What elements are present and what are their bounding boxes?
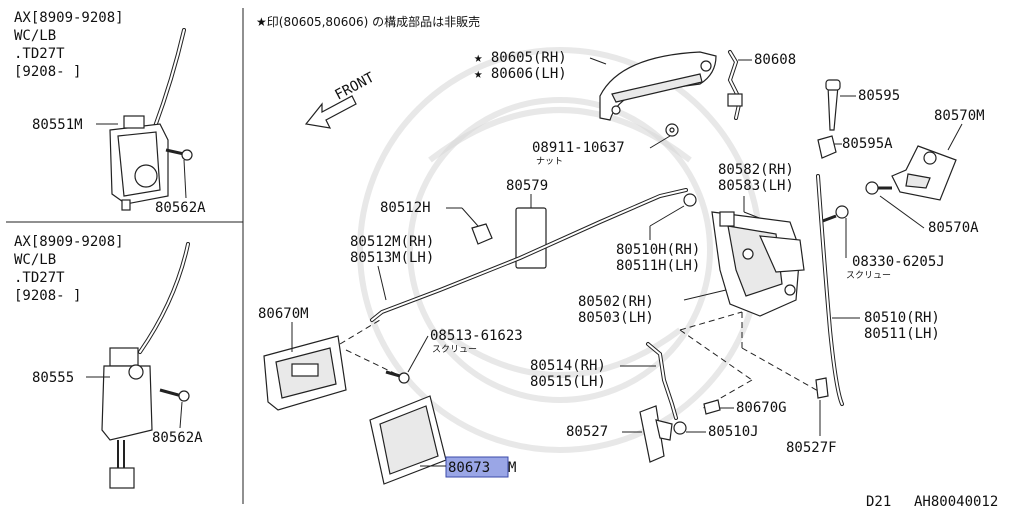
label-80511h: 80511H(LH) [616, 258, 700, 274]
label-80510: 80510(RH) [864, 310, 940, 326]
rod-80510 [816, 174, 844, 406]
spec-line: .TD27T [14, 46, 65, 62]
left-top-panel: AX[8909-9208] WC/LB .TD27T [9208- ] 8055… [14, 10, 206, 216]
spec-line: .TD27T [14, 270, 65, 286]
rod-80512m [370, 188, 688, 322]
label-80670m: 80670M [258, 306, 309, 322]
clip-80527f [815, 377, 829, 399]
label-80502: 80502(RH) [578, 294, 654, 310]
label-80510j: 80510J [708, 424, 759, 440]
spec-line: WC/LB [14, 28, 56, 44]
label-80513m: 80513M(LH) [350, 250, 434, 266]
label-80605: ★ 80605(RH) [474, 50, 567, 66]
label-08911: 08911-10637 [532, 140, 625, 156]
label-80570m: 80570M [934, 108, 985, 124]
label-80512m: 80512M(RH) [350, 234, 434, 250]
label-80503: 80503(LH) [578, 310, 654, 326]
door-lock-80502 [711, 211, 805, 317]
label-08911-sub: ナット [536, 156, 563, 167]
inside-handle-80670m [263, 335, 347, 411]
label-80527f: 80527F [786, 440, 837, 456]
nut-08911 [665, 123, 679, 137]
label-80527: 80527 [566, 424, 608, 440]
bracket-80527 [639, 405, 673, 463]
footer-model: D21 [866, 494, 891, 510]
rod-80608 [727, 50, 743, 120]
label-80673m-num: 80673 [448, 460, 490, 476]
label-08330: 08330-6205J [852, 254, 945, 270]
striker-80570m [891, 145, 957, 201]
left-bottom-panel: AX[8909-9208] WC/LB .TD27T [9208- ] 8055… [14, 234, 203, 489]
label-08330-sub: スクリュー [846, 270, 891, 281]
lock-knob-80595 [825, 79, 841, 131]
bolt-80562a [165, 148, 193, 161]
spec-line: [9208- ] [14, 64, 81, 80]
actuator-rod [138, 242, 190, 354]
front-arrow: FRONT [304, 69, 378, 129]
label-08513-sub: スクリュー [432, 344, 477, 355]
label-80555: 80555 [32, 370, 74, 386]
label-80562a: 80562A [155, 200, 206, 216]
spec-line: [9208- ] [14, 288, 81, 304]
header-note: ★印(80605,80606) の構成部品は非販売 [256, 14, 480, 29]
rod-80514 [646, 342, 678, 420]
clip-80510j [673, 421, 687, 435]
label-80583: 80583(LH) [718, 178, 794, 194]
spec-line: WC/LB [14, 252, 56, 268]
label-80562a: 80562A [152, 430, 203, 446]
door-lock-actuator-80551m [109, 115, 169, 211]
label-80570a: 80570A [928, 220, 979, 236]
front-label: FRONT [332, 69, 377, 103]
bolt-80562a [159, 388, 190, 402]
label-80606: ★ 80606(LH) [474, 66, 567, 82]
label-80670g: 80670G [736, 400, 787, 416]
label-80515: 80515(LH) [530, 374, 606, 390]
label-80512h: 80512H [380, 200, 431, 216]
spec-line: AX[8909-9208] [14, 234, 124, 250]
clip-80512h [471, 223, 493, 245]
label-80595a: 80595A [842, 136, 893, 152]
spec-line: AX[8909-9208] [14, 10, 124, 26]
clip-80510h [683, 193, 697, 207]
highlight-80673 [445, 456, 509, 478]
bushing-80595a [817, 135, 837, 159]
label-80582: 80582(RH) [718, 162, 794, 178]
label-08513: 08513-61623 [430, 328, 523, 344]
escutcheon-80673m [369, 395, 447, 485]
screw-08513 [385, 370, 410, 384]
footer-code: AH80040012 [914, 494, 998, 510]
door-lock-actuator-80555 [101, 347, 153, 489]
screw-80570a [865, 181, 892, 195]
clip-80670g [703, 399, 721, 415]
label-80511: 80511(LH) [864, 326, 940, 342]
label-80514: 80514(RH) [530, 358, 606, 374]
label-80510h: 80510H(RH) [616, 242, 700, 258]
label-80579: 80579 [506, 178, 548, 194]
label-80595: 80595 [858, 88, 900, 104]
outside-handle-80605 [599, 51, 717, 121]
label-80673m-suffix: M [508, 460, 516, 476]
label-80551m: 80551M [32, 117, 83, 133]
screw-08330 [819, 205, 849, 224]
label-80608: 80608 [754, 52, 796, 68]
